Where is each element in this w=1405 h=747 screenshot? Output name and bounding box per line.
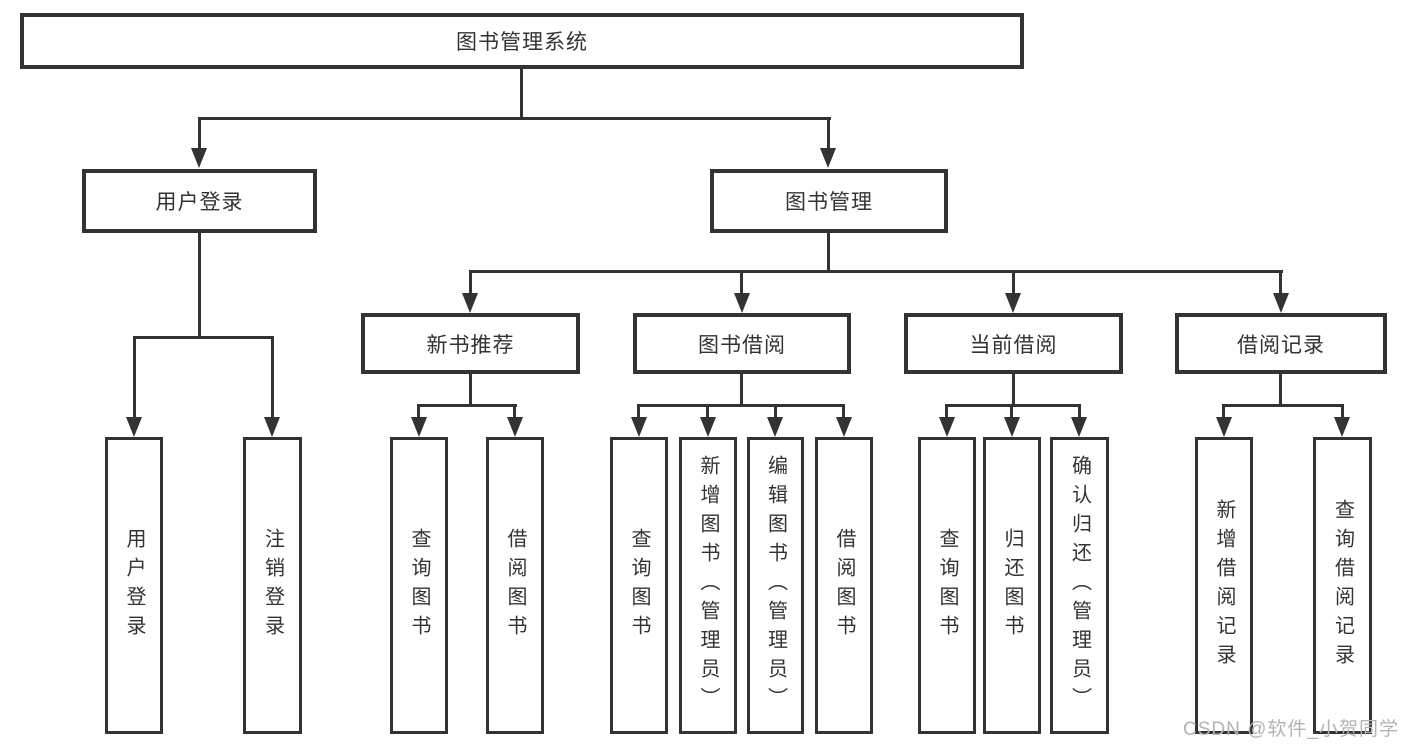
leaf-confirm-return-admin: 确认归还（管理员） <box>1050 437 1109 734</box>
arrow-down-icon <box>1216 417 1232 437</box>
leaf-borrow-books-1: 借阅图书 <box>486 437 544 734</box>
arrow-down-icon <box>126 417 142 437</box>
arrow-down-icon <box>820 148 836 168</box>
connector-line <box>1341 404 1344 420</box>
arrow-down-icon <box>264 417 280 437</box>
node-label: 用户登录 <box>123 527 145 644</box>
leaf-borrow-books-2: 借阅图书 <box>815 437 873 734</box>
arrow-down-icon <box>700 417 716 437</box>
connector-line <box>1012 374 1015 407</box>
connector-line <box>1222 404 1225 420</box>
connector-line <box>271 336 274 419</box>
connector-line <box>469 270 472 296</box>
node-label: 新增借阅记录 <box>1213 498 1235 673</box>
node-label: 查询图书 <box>408 527 430 644</box>
node-label: 借阅图书 <box>833 527 855 644</box>
arrow-down-icon <box>939 417 955 437</box>
connector-line <box>198 233 201 339</box>
connector-line <box>774 404 777 420</box>
node-current-borrowing: 当前借阅 <box>904 313 1123 374</box>
csdn-watermark: CSDN @软件_小贺同学 <box>1183 719 1399 740</box>
arrow-down-icon <box>767 417 783 437</box>
node-book-borrowing: 图书借阅 <box>633 313 851 374</box>
connector-line <box>842 404 845 420</box>
connector-line <box>706 404 709 420</box>
node-label: 当前借阅 <box>969 333 1058 357</box>
arrow-down-icon <box>411 417 427 437</box>
node-label: 查询图书 <box>628 527 650 644</box>
connector-line <box>198 117 831 120</box>
leaf-user-login: 用户登录 <box>105 437 163 734</box>
node-new-book-recommendation: 新书推荐 <box>361 313 580 374</box>
node-label: 借阅记录 <box>1237 333 1325 357</box>
node-borrowing-records: 借阅记录 <box>1175 313 1387 374</box>
arrow-down-icon <box>631 417 647 437</box>
connector-line <box>469 270 1283 273</box>
leaf-query-books-3: 查询图书 <box>918 437 976 734</box>
connector-line <box>513 404 516 420</box>
arrow-down-icon <box>1334 417 1350 437</box>
connector-line <box>520 68 523 119</box>
connector-line <box>133 336 136 419</box>
node-label: 图书管理 <box>785 191 873 214</box>
node-book-management: 图书管理 <box>710 169 948 233</box>
node-label: 编辑图书（管理员） <box>764 455 787 716</box>
leaf-return-books: 归还图书 <box>983 437 1041 734</box>
connector-line <box>827 233 830 273</box>
connector-line <box>740 270 743 296</box>
arrow-down-icon <box>1005 293 1021 313</box>
connector-line <box>417 404 517 407</box>
connector-line <box>945 404 948 420</box>
arrow-down-icon <box>462 293 478 313</box>
arrow-down-icon <box>191 148 207 168</box>
connector-line <box>469 374 472 407</box>
arrow-down-icon <box>1071 417 1087 437</box>
node-label: 注销登录 <box>261 527 284 644</box>
leaf-query-books-2: 查询图书 <box>610 437 668 734</box>
arrow-down-icon <box>507 417 523 437</box>
leaf-add-borrow-record: 新增借阅记录 <box>1195 437 1253 734</box>
connector-line <box>1279 374 1282 407</box>
connector-line <box>1078 404 1081 420</box>
connector-line <box>417 404 420 420</box>
leaf-edit-books-admin: 编辑图书（管理员） <box>747 437 804 734</box>
arrow-down-icon <box>836 417 852 437</box>
node-label: 查询借阅记录 <box>1331 498 1354 673</box>
leaf-add-books-admin: 新增图书（管理员） <box>679 437 737 734</box>
node-label: 图书借阅 <box>698 333 786 357</box>
connector-line <box>198 117 201 149</box>
connector-line <box>1012 270 1015 296</box>
node-label: 确认归还（管理员） <box>1068 455 1091 716</box>
connector-line <box>827 117 830 149</box>
connector-line <box>1010 404 1013 420</box>
arrow-down-icon <box>1004 417 1020 437</box>
arrow-down-icon <box>1273 293 1289 313</box>
node-library-management-system: 图书管理系统 <box>20 13 1024 69</box>
node-user-login: 用户登录 <box>82 169 317 233</box>
arrow-down-icon <box>734 293 750 313</box>
leaf-query-books-1: 查询图书 <box>390 437 448 734</box>
connector-line <box>945 404 1081 407</box>
node-label: 用户登录 <box>155 191 244 214</box>
node-label: 图书管理系统 <box>456 31 588 54</box>
node-label: 归还图书 <box>1001 527 1023 644</box>
connector-line <box>1222 404 1344 407</box>
connector-line <box>637 404 845 407</box>
node-label: 借阅图书 <box>504 527 526 644</box>
connector-line <box>133 336 274 339</box>
node-label: 新增图书（管理员） <box>697 455 719 716</box>
leaf-logout: 注销登录 <box>243 437 302 734</box>
connector-line <box>740 374 743 407</box>
node-label: 新书推荐 <box>426 333 515 357</box>
connector-line <box>1279 270 1282 296</box>
leaf-query-borrow-record: 查询借阅记录 <box>1313 437 1372 734</box>
connector-line <box>637 404 640 420</box>
node-label: 查询图书 <box>936 527 958 644</box>
